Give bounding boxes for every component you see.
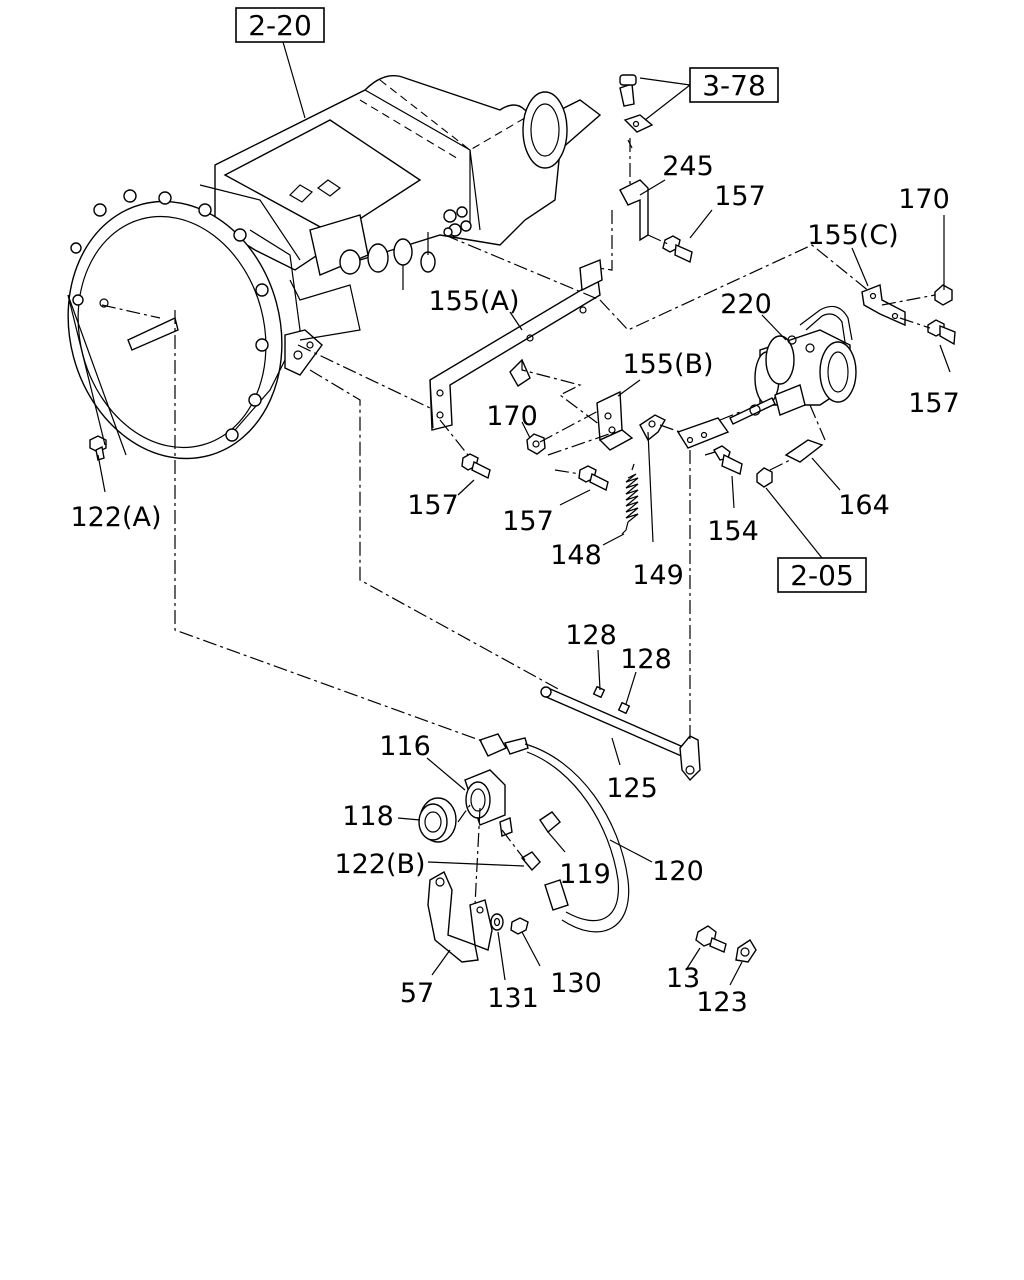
- bracket-245: [619, 74, 654, 242]
- part-label-57: 57: [400, 978, 434, 1009]
- part-label-148: 148: [550, 540, 602, 571]
- part-label-131: 131: [487, 983, 539, 1014]
- part-label-155a: 155(A): [428, 286, 519, 317]
- part-label-123: 123: [696, 987, 748, 1018]
- part-label-157-right: 157: [908, 388, 960, 419]
- part-label-118: 118: [342, 801, 394, 832]
- part-label-120: 120: [652, 856, 704, 887]
- part-label-128-right: 128: [620, 644, 672, 675]
- part-label-122a: 122(A): [70, 502, 161, 533]
- part-label-155b: 155(B): [622, 349, 713, 380]
- ref-label-2-20: 2-20: [248, 9, 312, 42]
- part-label-128-left: 128: [565, 620, 617, 651]
- cross-shaft-125: [540, 685, 701, 782]
- part-label-122b: 122(B): [334, 849, 425, 880]
- reference-box-2-20: 2-20: [235, 7, 325, 43]
- part-label-157-upper: 157: [714, 181, 766, 212]
- part-label-119: 119: [559, 859, 611, 890]
- part-label-116: 116: [379, 731, 431, 762]
- release-bearing-parts: [418, 733, 757, 963]
- bracket-155a: [429, 259, 603, 431]
- reference-box-3-78: 3-78: [689, 67, 779, 103]
- part-label-149: 149: [632, 560, 684, 591]
- part-label-170-upper: 170: [898, 184, 950, 215]
- part-label-125: 125: [606, 773, 658, 804]
- part-label-154: 154: [707, 516, 759, 547]
- ref-label-3-78: 3-78: [702, 69, 766, 102]
- part-label-245: 245: [662, 151, 714, 182]
- part-label-157-left: 157: [407, 490, 459, 521]
- part-label-13: 13: [666, 963, 700, 994]
- part-label-155c: 155(C): [807, 220, 898, 251]
- part-label-157-middle: 157: [502, 506, 554, 537]
- part-label-170-lower: 170: [486, 401, 538, 432]
- reference-box-2-05: 2-05: [777, 557, 867, 593]
- ref-label-2-05: 2-05: [790, 559, 854, 592]
- part-label-130: 130: [550, 968, 602, 999]
- part-label-220: 220: [720, 289, 772, 320]
- hardware: [89, 235, 956, 535]
- leader-lines: [67, 41, 951, 986]
- clutch-actuator-220: [729, 305, 857, 425]
- bracket-155b: [596, 390, 634, 451]
- assembly-lines: [101, 138, 936, 906]
- part-label-164: 164: [838, 490, 890, 521]
- part-labels: 245 157 170 155(C) 155(A) 220 155(B) 157…: [70, 151, 959, 1018]
